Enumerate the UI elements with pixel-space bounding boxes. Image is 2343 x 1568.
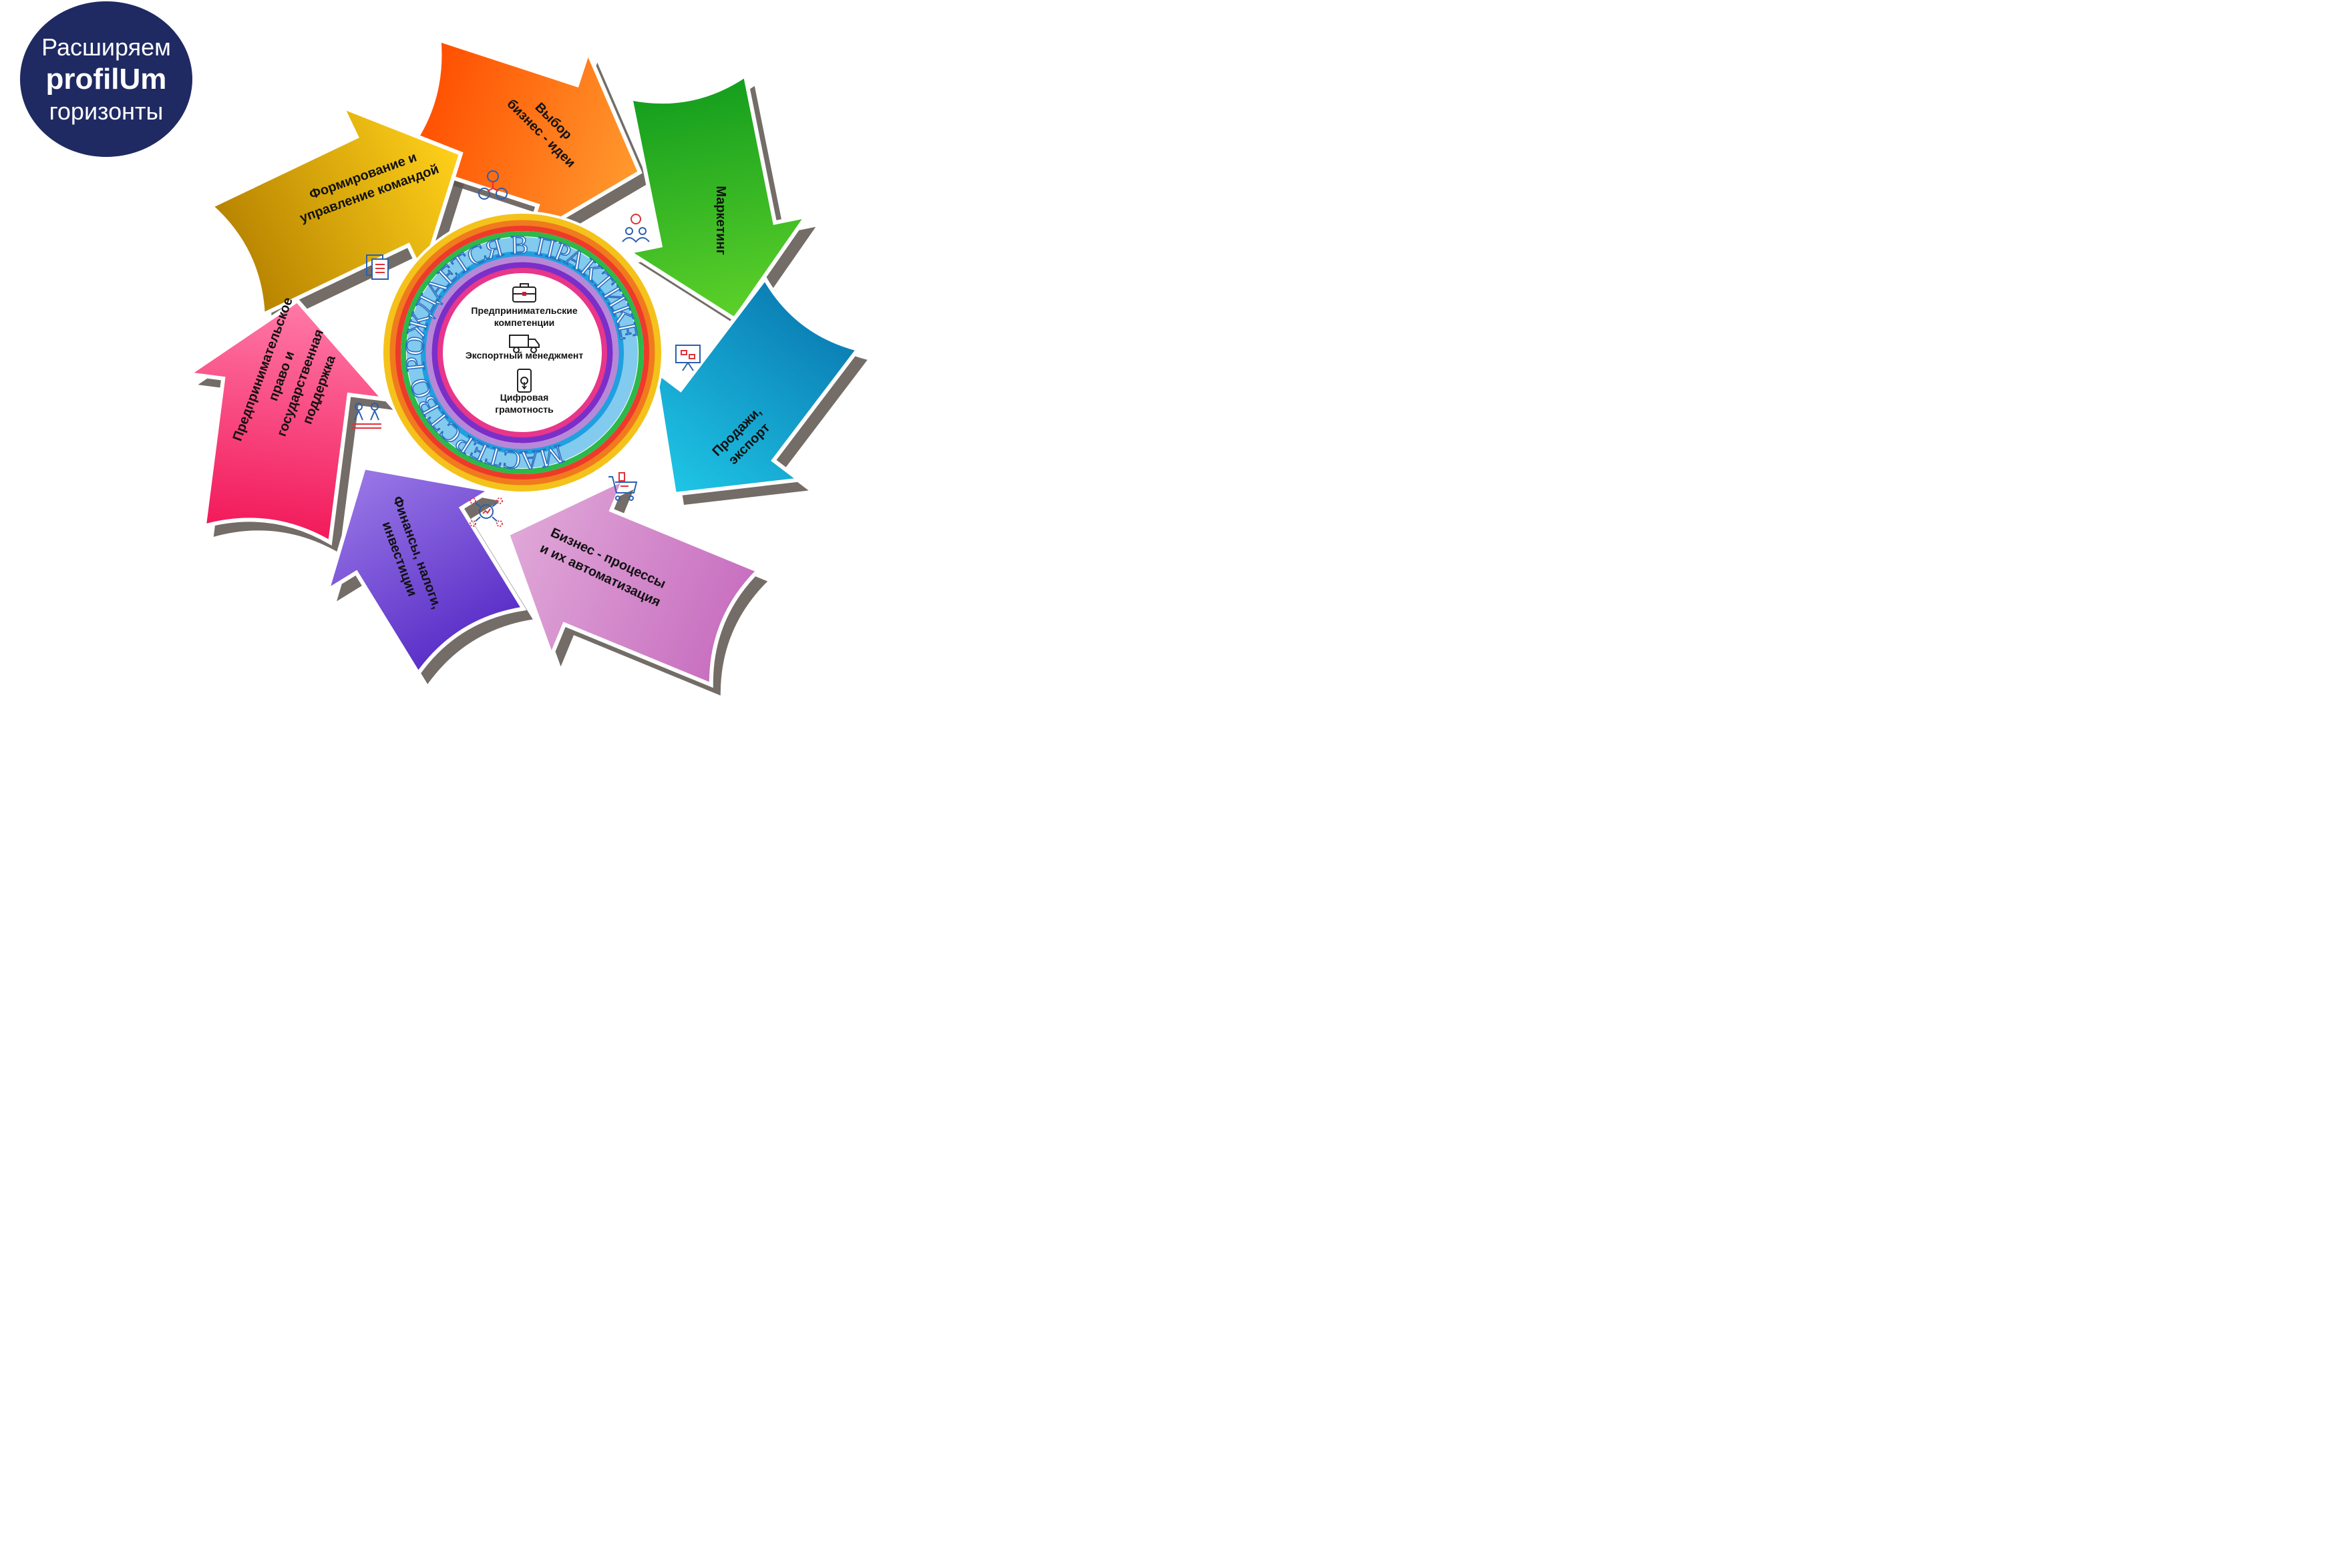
ring-text-band <box>407 237 638 468</box>
equality-people-icon <box>352 403 381 429</box>
arrow-segment-3 <box>652 274 862 497</box>
team-icon <box>478 170 508 200</box>
analytics-network-icon <box>470 498 503 527</box>
arrow-segment-4 <box>505 474 762 689</box>
center-ring-1 <box>383 214 661 492</box>
segment-label-2: Маркетинг <box>713 186 728 255</box>
center-ring-8 <box>437 268 607 437</box>
badge-line-1: Расширяем <box>41 33 171 61</box>
documents-icon <box>366 254 389 280</box>
smartphone-icon <box>517 369 532 393</box>
arrow-segment-6 <box>183 298 389 546</box>
arrow-segment-2 <box>623 71 812 323</box>
center-ring-4 <box>401 231 644 474</box>
center-ring-7 <box>431 262 613 443</box>
center-disc <box>443 274 601 431</box>
diagram-canvas: Выборбизнес - идеиМаркетингПродажи,экспо… <box>183 37 868 696</box>
center-ring-3 <box>395 226 649 479</box>
truck-icon <box>509 335 540 353</box>
profilum-badge: Расширяем profilUm горизонты <box>20 1 192 157</box>
presentation-board-icon <box>675 345 701 371</box>
idea-people-icon <box>622 214 650 243</box>
briefcase-icon <box>512 283 536 303</box>
arrow-segment-7 <box>207 103 464 318</box>
center-ring-5 <box>421 251 624 454</box>
badge-line-3: горизонты <box>49 97 164 125</box>
arrow-segment-5 <box>323 465 527 677</box>
center-ring-2 <box>389 220 655 485</box>
center-label-2: Экспортный менеджмент <box>466 350 584 361</box>
shopping-cart-icon <box>608 472 638 501</box>
center-ring-6 <box>425 256 619 449</box>
badge-line-2-brand: profilUm <box>45 62 167 95</box>
